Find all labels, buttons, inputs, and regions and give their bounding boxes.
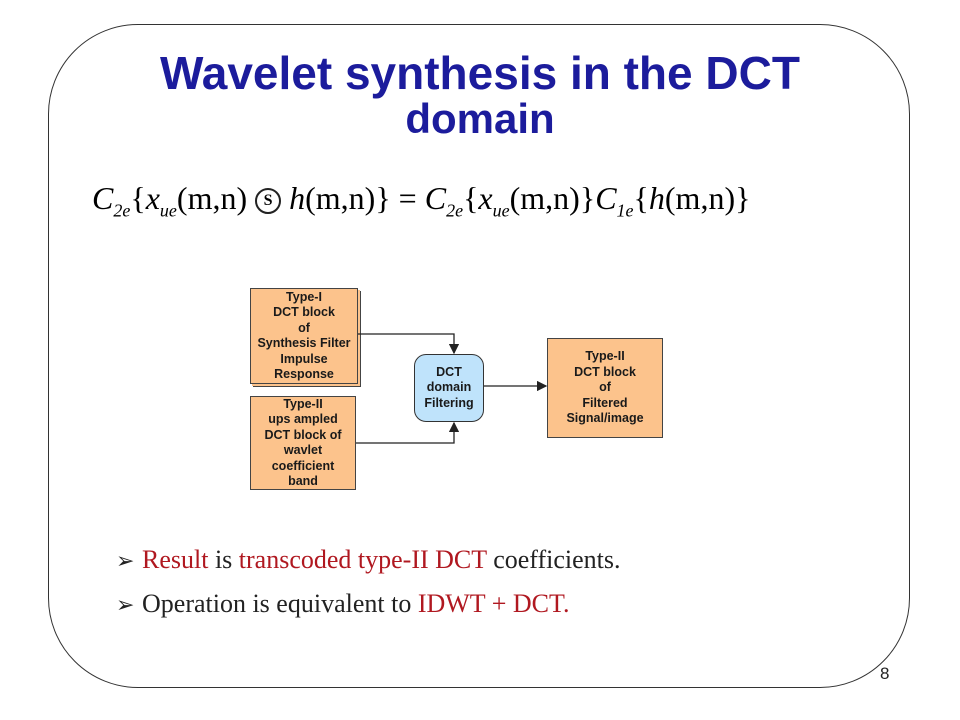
bullet-operation: ➢Operation is equivalent to IDWT + DCT. [116, 589, 570, 618]
page-number: 8 [880, 664, 890, 683]
arrow-type1-to-filter [358, 333, 460, 355]
bullet-result: ➢Result is transcoded type-II DCT coeffi… [116, 545, 621, 574]
formula: C2e{xue(m,n) S h(m,n)} = C2e{xue(m,n)}C1… [92, 180, 751, 221]
arrowhead-bullet-icon: ➢ [116, 548, 135, 573]
arrowhead-bullet-icon: ➢ [116, 592, 135, 617]
box-type1-impulse-response: Type-I DCT block of Synthesis Filter Imp… [250, 288, 358, 384]
box-output-filtered-signal: Type-II DCT block of Filtered Signal/ima… [547, 338, 663, 438]
slide-title-line1: Wavelet synthesis in the DCT [160, 47, 800, 99]
bullet-list: ➢Result is transcoded type-II DCT coeffi… [116, 545, 620, 633]
slide-frame [48, 24, 910, 688]
slide-title-line2: domain [405, 95, 555, 142]
symmetric-convolution-icon: S [255, 188, 282, 214]
box-upsampled-wavelet-band: Type-II ups ampled DCT block of wavlet c… [250, 396, 356, 490]
box-dct-domain-filtering: DCT domain Filtering [414, 354, 484, 422]
arrow-upsampled-to-filter [356, 421, 460, 444]
